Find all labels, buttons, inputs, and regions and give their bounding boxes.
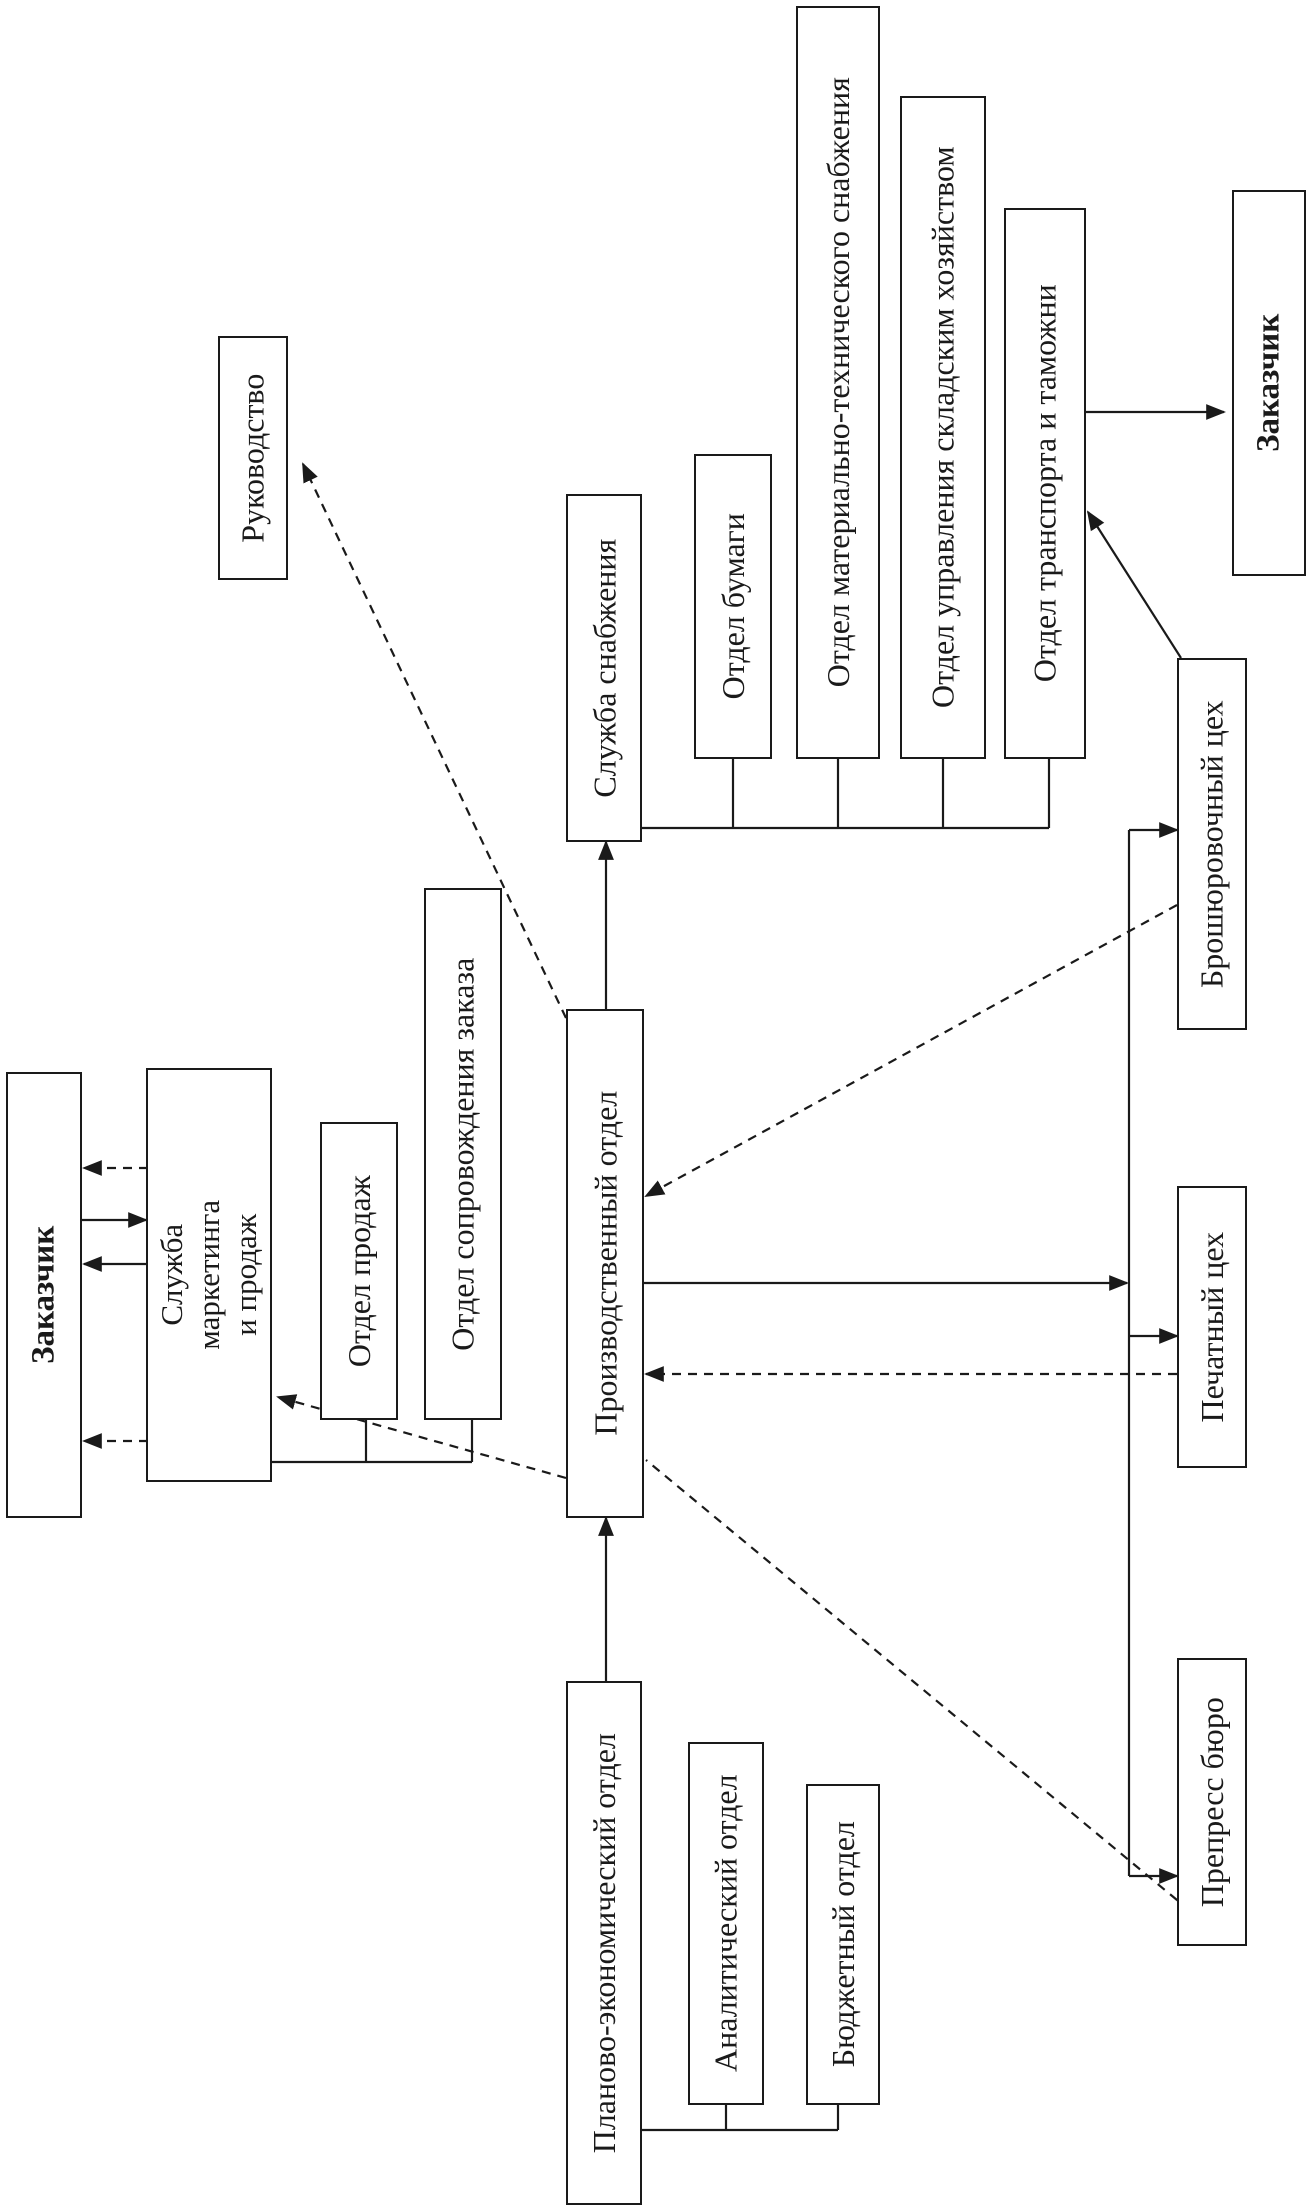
transport-label: Отдел транспорта и таможни	[1026, 284, 1063, 683]
binding-box: Брошюровочный цех	[1177, 658, 1247, 1030]
marketing-box: Служба маркетинга и продаж	[146, 1068, 272, 1482]
production-box: Производственный отдел	[566, 1009, 644, 1518]
arrow-production-to-management	[302, 462, 567, 1019]
analytics-box: Аналитический отдел	[688, 1742, 764, 2105]
customer-right-box: Заказчик	[1232, 190, 1306, 576]
warehouse-label: Отдел управления складским хозяйством	[924, 146, 961, 709]
binding-label: Брошюровочный цех	[1193, 700, 1230, 988]
printing-label: Печатный цех	[1193, 1231, 1230, 1423]
warehouse-box: Отдел управления складским хозяйством	[900, 96, 986, 759]
order-support-box: Отдел сопровождения заказа	[424, 888, 502, 1420]
planning-box: Планово-экономический отдел	[566, 1681, 642, 2205]
sales-label: Отдел продаж	[340, 1175, 377, 1367]
budget-box: Бюджетный отдел	[806, 1784, 880, 2105]
customer-left-label: Заказчик	[25, 1225, 62, 1365]
management-box: Руководство	[218, 336, 288, 580]
logistics-label: Отдел материально-технического снабжения	[819, 77, 856, 688]
planning-label: Планово-экономический отдел	[585, 1732, 622, 2154]
printing-box: Печатный цех	[1177, 1186, 1247, 1468]
paper-box: Отдел бумаги	[694, 454, 772, 759]
order-support-label: Отдел сопровождения заказа	[444, 957, 481, 1351]
customer-right-label: Заказчик	[1250, 313, 1287, 453]
arrow-production-to-prepress	[645, 1459, 1196, 1918]
marketing-label: Служба маркетинга и продаж	[154, 1200, 264, 1350]
transport-box: Отдел транспорта и таможни	[1004, 208, 1086, 759]
management-label: Руководство	[234, 373, 271, 543]
sales-box: Отдел продаж	[320, 1122, 398, 1420]
analytics-label: Аналитический отдел	[707, 1774, 744, 2073]
budget-label: Бюджетный отдел	[824, 1821, 861, 2068]
customer-left-box: Заказчик	[6, 1072, 82, 1518]
logistics-box: Отдел материально-технического снабжения	[796, 6, 880, 759]
paper-label: Отдел бумаги	[714, 513, 751, 700]
prepress-box: Препресс бюро	[1177, 1658, 1247, 1946]
supply-label: Служба снабжения	[585, 538, 622, 798]
supply-box: Служба снабжения	[566, 494, 642, 842]
arrow-binding-to-production	[644, 904, 1178, 1197]
production-label: Производственный отдел	[586, 1091, 623, 1436]
arrow-production-to-marketing	[276, 1394, 567, 1480]
prepress-label: Препресс бюро	[1193, 1696, 1230, 1908]
arrow-binding-to-transport	[1086, 510, 1182, 659]
